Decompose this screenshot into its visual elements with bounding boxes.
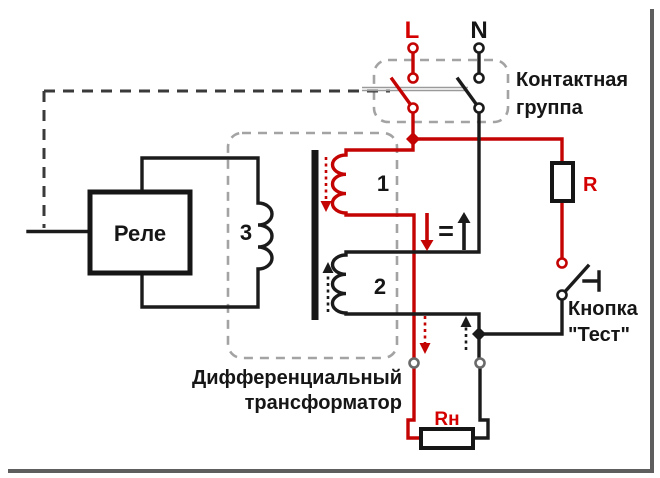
neutral-output-terminal	[474, 357, 486, 369]
test-button-contact-top	[556, 257, 568, 269]
relay-circuit	[87, 156, 274, 309]
test-resistor	[550, 161, 575, 203]
neutral-label: N	[470, 17, 487, 44]
neutral-switch-contact-top	[473, 72, 485, 84]
current-arrows: =	[320, 157, 472, 354]
load-resistor	[419, 427, 475, 450]
relay-box	[87, 189, 193, 276]
frame-border-right	[650, 9, 654, 473]
test-button-lever	[559, 263, 591, 298]
test-button-label-line1: Кнопка	[568, 298, 639, 320]
winding-2-label: 2	[374, 274, 386, 299]
neutral-input-terminal	[473, 42, 485, 54]
diff-transformer-label-line1: Дифференциальный	[192, 367, 402, 389]
phase-wire-to-test-resistor	[416, 137, 564, 165]
primary-winding	[330, 142, 416, 360]
contact-group-label-line1: Контактная	[516, 69, 628, 91]
relay-label: Реле	[114, 221, 166, 246]
neutral-line	[330, 50, 601, 440]
test-button-label-line2: "Тест"	[568, 324, 630, 346]
load-current-arrow-neutral-head	[460, 316, 472, 327]
phase-junction-dot	[406, 132, 420, 146]
current-equality: =	[420, 212, 471, 251]
relay-coil-winding	[140, 156, 274, 309]
neutral-switch-contact-bottom	[473, 102, 485, 114]
flux-arrow-winding1-head	[320, 201, 332, 212]
winding-1-label: 1	[377, 171, 389, 196]
phase-wire-to-load-resistor	[406, 366, 423, 440]
mechanical-link	[26, 86, 468, 234]
neutral-junction-dot	[472, 327, 486, 341]
flux-arrow-winding2-head	[322, 262, 334, 273]
test-button-contact-bottom	[556, 289, 568, 301]
test-resistor-label: R	[583, 174, 598, 196]
phase-label: L	[405, 17, 420, 44]
diff-transformer-label-line2: трансформатор	[245, 392, 402, 414]
load-current-arrow-phase-head	[419, 343, 431, 354]
neutral-wire-to-load-resistor	[471, 366, 490, 440]
secondary-winding	[330, 110, 481, 329]
contact-group-label-line2: группа	[516, 97, 584, 119]
phase-output-terminal	[408, 357, 420, 369]
neutral-current-arrow-head	[457, 212, 471, 223]
phase-switch-contact-top	[407, 72, 419, 84]
phase-input-terminal	[407, 42, 419, 54]
test-branch-wire	[482, 298, 564, 336]
frame-border-bottom	[8, 469, 654, 473]
phase-line	[330, 50, 564, 440]
terminals	[407, 42, 568, 369]
phase-current-arrow-head	[420, 240, 434, 251]
test-button-pusher	[582, 270, 601, 292]
diff-transformer-box	[226, 131, 399, 360]
phase-switch-lever	[389, 76, 416, 111]
load-resistor-label: Rн	[434, 409, 459, 430]
phase-switch-contact-bottom	[407, 102, 419, 114]
transformer-core	[311, 150, 319, 320]
coil-3-label: 3	[240, 220, 252, 245]
equals-sign: =	[438, 216, 454, 246]
neutral-switch-lever	[455, 76, 482, 111]
